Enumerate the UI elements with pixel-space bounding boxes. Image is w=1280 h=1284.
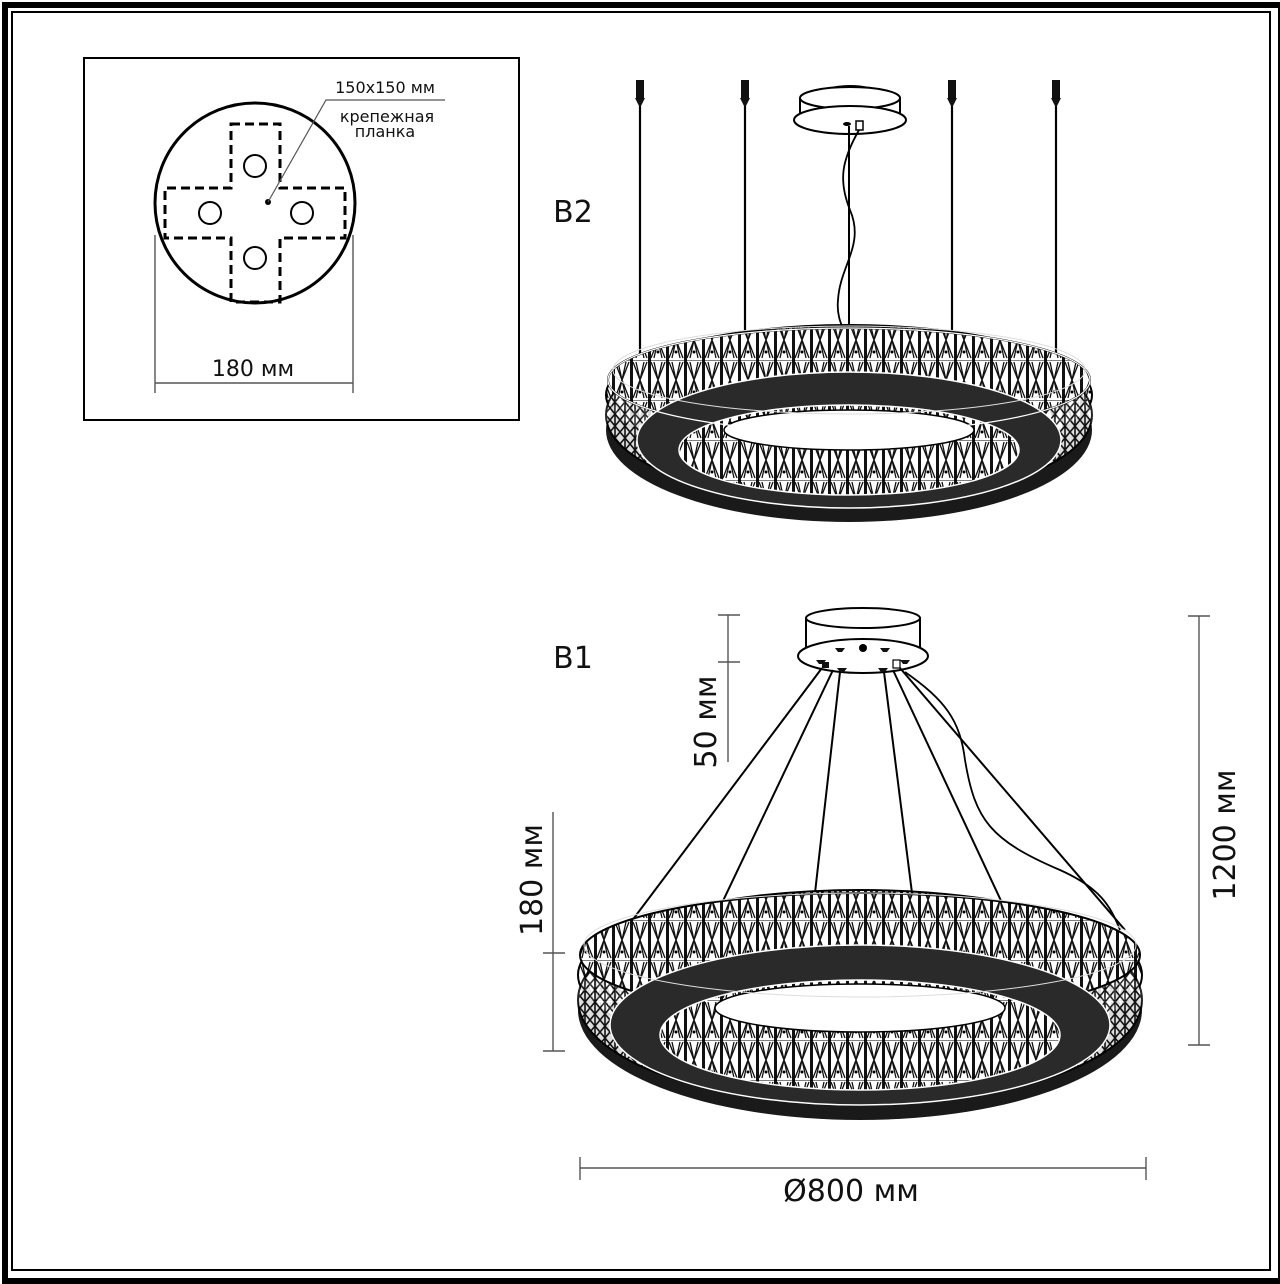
view-b2-label: B2 xyxy=(553,195,593,230)
crystal-ring-b1 xyxy=(577,889,1143,1120)
power-cord-b2 xyxy=(836,129,860,346)
canopy-diameter-label: 180 мм xyxy=(212,357,294,382)
total-height-label: 1200 мм xyxy=(1208,769,1243,900)
leader-line xyxy=(267,99,445,203)
plate-size-label: 150x150 мм xyxy=(335,78,435,97)
view-b2: B2 xyxy=(553,80,1093,522)
mounting-plate-inset: 150x150 мм крепежная планка 180 мм xyxy=(83,57,520,421)
suspension-cables-b2 xyxy=(638,106,1058,366)
canopy-b2-icon xyxy=(793,85,907,135)
mounting-cross-plate xyxy=(163,122,347,304)
diameter-label: Ø800 мм xyxy=(783,1174,919,1209)
power-cord-b1 xyxy=(904,671,1121,931)
view-b1-label: B1 xyxy=(553,641,593,676)
dimension-50mm: 50 мм xyxy=(689,614,740,769)
plate-name-line1: крепежная xyxy=(340,107,434,126)
dimension-1200mm: 1200 мм xyxy=(1188,615,1243,1046)
canopy-height-label: 50 мм xyxy=(689,676,724,769)
ring-height-label: 180 мм xyxy=(515,824,550,936)
page-border-inner xyxy=(11,11,1271,1271)
screw-hole-bottom-icon xyxy=(243,246,267,270)
dimension-180mm: 180 мм xyxy=(515,812,565,1052)
canopy-b1-icon xyxy=(797,607,929,674)
ceiling-anchor-icons xyxy=(635,80,1061,106)
suspension-cables-b1 xyxy=(624,667,1126,931)
view-b1: B1 xyxy=(515,607,1243,1209)
plate-name-line2: планка xyxy=(355,122,415,141)
screw-hole-right-icon xyxy=(290,201,314,225)
dimension-diameter: Ø800 мм xyxy=(579,1157,1147,1209)
screw-hole-top-icon xyxy=(243,154,267,178)
crystal-ring-b2 xyxy=(605,324,1093,522)
screw-hole-left-icon xyxy=(198,201,222,225)
